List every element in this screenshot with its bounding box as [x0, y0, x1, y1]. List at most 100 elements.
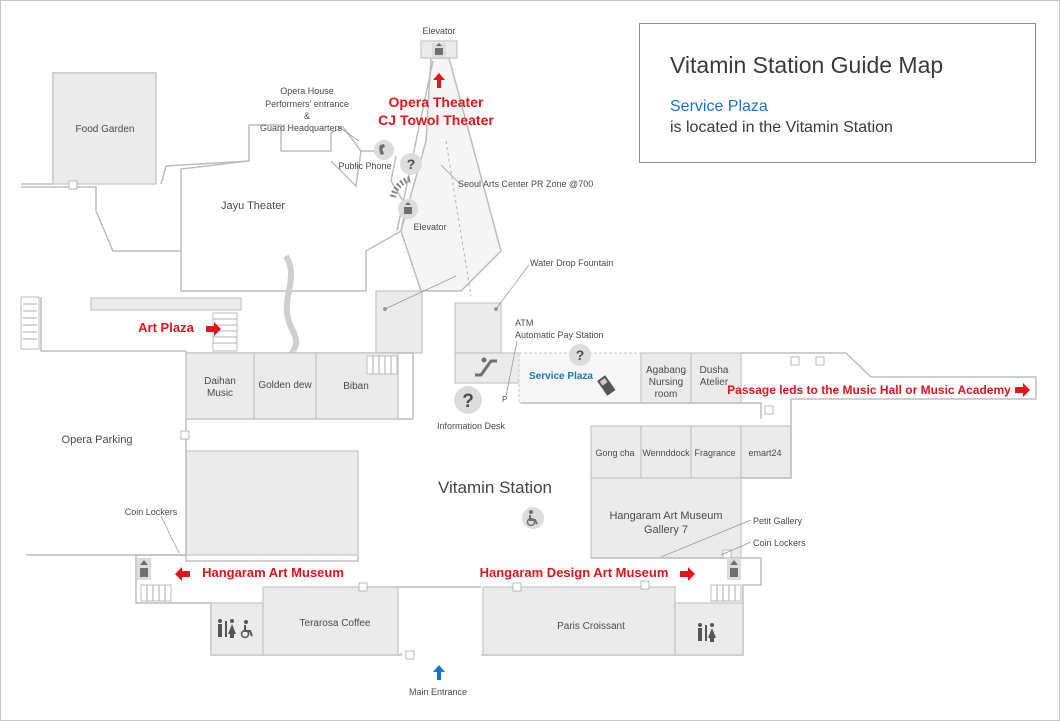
coin-lockers-left-label: Coin Lockers: [125, 507, 178, 517]
daihan-label-2: Music: [207, 388, 233, 399]
jayu-theater-label: Jayu Theater: [221, 200, 285, 212]
arrow-up-blue-icon: [433, 665, 445, 680]
information-icon[interactable]: ?: [400, 153, 422, 175]
agabang-label-1: Agabang: [646, 365, 686, 376]
arrow-right-red-icon: [206, 322, 221, 336]
escalator-area: [454, 352, 522, 384]
daihan-music-room: [185, 352, 255, 420]
terarosa-room: [262, 586, 399, 656]
auto-pay-label: Automatic Pay Station: [515, 330, 604, 340]
public-phone-label: Public Phone: [338, 161, 391, 171]
hangaram-art-museum-label: Hangaram Art Museum: [202, 565, 344, 580]
spiral-stairs: [390, 176, 412, 198]
dusha-label-2: Atelier: [700, 377, 729, 388]
restroom-icon[interactable]: [218, 619, 253, 639]
service-plaza-label[interactable]: Service Plaza: [529, 371, 593, 382]
pr-zone-leader: [440, 164, 462, 186]
svg-text:?: ?: [407, 156, 416, 172]
guide-box: Vitamin Station Guide Map Service Plaza …: [639, 23, 1036, 163]
elevator-top-label: Elevator: [422, 26, 455, 36]
stairs-left: [20, 296, 40, 350]
water-fountain-label: Water Drop Fountain: [530, 258, 613, 268]
atm-icon[interactable]: [597, 375, 616, 396]
arrow-right-red-icon: [1015, 383, 1030, 397]
petit-gallery-leader: [660, 519, 752, 558]
elevator-mid-label: Elevator: [413, 222, 446, 232]
hangaram-gallery-label-1: Hangaram Art Museum: [609, 510, 722, 522]
stairs-bottom-left: [140, 584, 172, 602]
dusha-label-1: Dusha: [700, 365, 729, 376]
opera-house-label-1: Opera House: [280, 86, 334, 96]
information-icon[interactable]: ?: [569, 344, 591, 366]
fragrance-room: [690, 425, 742, 479]
agabang-label-3: room: [655, 389, 678, 400]
fountain-leader-2: [384, 275, 457, 310]
arrow-right-red-icon: [680, 567, 695, 581]
wennddock-label: Wennddock: [642, 448, 690, 458]
jayu-top-wall: [160, 160, 250, 185]
svg-text:?: ?: [576, 347, 585, 363]
elevator-icon[interactable]: [727, 558, 741, 580]
garden-path: [283, 254, 300, 356]
music-passage: [741, 352, 1037, 419]
opera-house-label-3: &: [304, 111, 310, 121]
hangaram-design-museum-label: Hangaram Design Art Museum: [480, 565, 669, 580]
agabang-label-2: Nursing: [649, 377, 683, 388]
stairs-bottom-right: [710, 584, 742, 602]
parking-p-label: P: [502, 395, 507, 404]
escalator-icon[interactable]: [475, 357, 497, 377]
petit-gallery-label: Petit Gallery: [753, 516, 803, 526]
service-plaza-bottom: [521, 402, 762, 419]
emart24-label: emart24: [748, 448, 781, 458]
gong-cha-label: Gong cha: [595, 448, 634, 458]
jayu-theater-wall: [21, 124, 381, 252]
opera-theater-label: Opera Theater: [389, 94, 484, 110]
main-entrance-label: Main Entrance: [409, 687, 467, 697]
public-phone-icon[interactable]: [374, 140, 394, 160]
info-desk-label: Information Desk: [437, 421, 506, 431]
art-plaza-label: Art Plaza: [138, 320, 194, 335]
column-right: [454, 302, 502, 354]
phone-corridor: [330, 150, 362, 188]
column-left: [375, 290, 423, 354]
guide-title: Vitamin Station Guide Map: [670, 52, 944, 78]
information-desk-icon[interactable]: ?: [454, 386, 482, 414]
food-court-right-wall: [741, 419, 792, 479]
restroom-right-room: [674, 602, 744, 656]
jayu-bottom-wall: [180, 155, 407, 292]
opera-house-label-2: Performers' entrance: [265, 99, 349, 109]
guide-subtitle-rest: is located in the Vitamin Station: [670, 119, 893, 136]
passage-label: Passage leds to the Music Hall or Music …: [727, 383, 1011, 397]
elevator-icon[interactable]: [137, 558, 151, 580]
fountain-leader: [495, 264, 530, 310]
wennddock-room: [640, 425, 692, 479]
opera-house-leader: [338, 126, 360, 142]
art-plaza-strip: [90, 297, 242, 311]
art-plaza-left-wall: [40, 297, 186, 352]
atm-leader: [505, 340, 518, 397]
arrow-up-red-icon: [433, 73, 445, 88]
atm-label: ATM: [515, 318, 533, 328]
coin-lockers-left-leader: [160, 515, 180, 554]
restroom-icon[interactable]: [698, 623, 716, 642]
stairs-biban: [366, 355, 398, 375]
svg-text:?: ?: [462, 391, 474, 412]
hangaram-gallery-label-2: Gallery 7: [644, 524, 688, 536]
corridor-dashed-line: [445, 140, 472, 297]
coin-lockers-right-leader: [720, 541, 752, 556]
paris-croissant-label: Paris Croissant: [557, 621, 625, 632]
hangaram-gallery7-room: [590, 477, 742, 559]
opera-house-label-4: Guard Headquarters: [260, 123, 343, 133]
door-markers: [68, 180, 825, 660]
terarosa-label: Terarosa Coffee: [300, 618, 371, 629]
fragrance-label: Fragrance: [694, 448, 735, 458]
dusha-atelier-room: [690, 352, 742, 404]
cj-towol-theater-label: CJ Towol Theater: [378, 112, 494, 128]
pr-zone-label: Seoul Arts Center PR Zone @700: [458, 179, 593, 189]
elevator-icon[interactable]: [398, 199, 418, 219]
wheelchair-icon[interactable]: [522, 507, 544, 529]
food-garden-label: Food Garden: [76, 124, 135, 135]
elevator-icon[interactable]: [432, 43, 446, 57]
